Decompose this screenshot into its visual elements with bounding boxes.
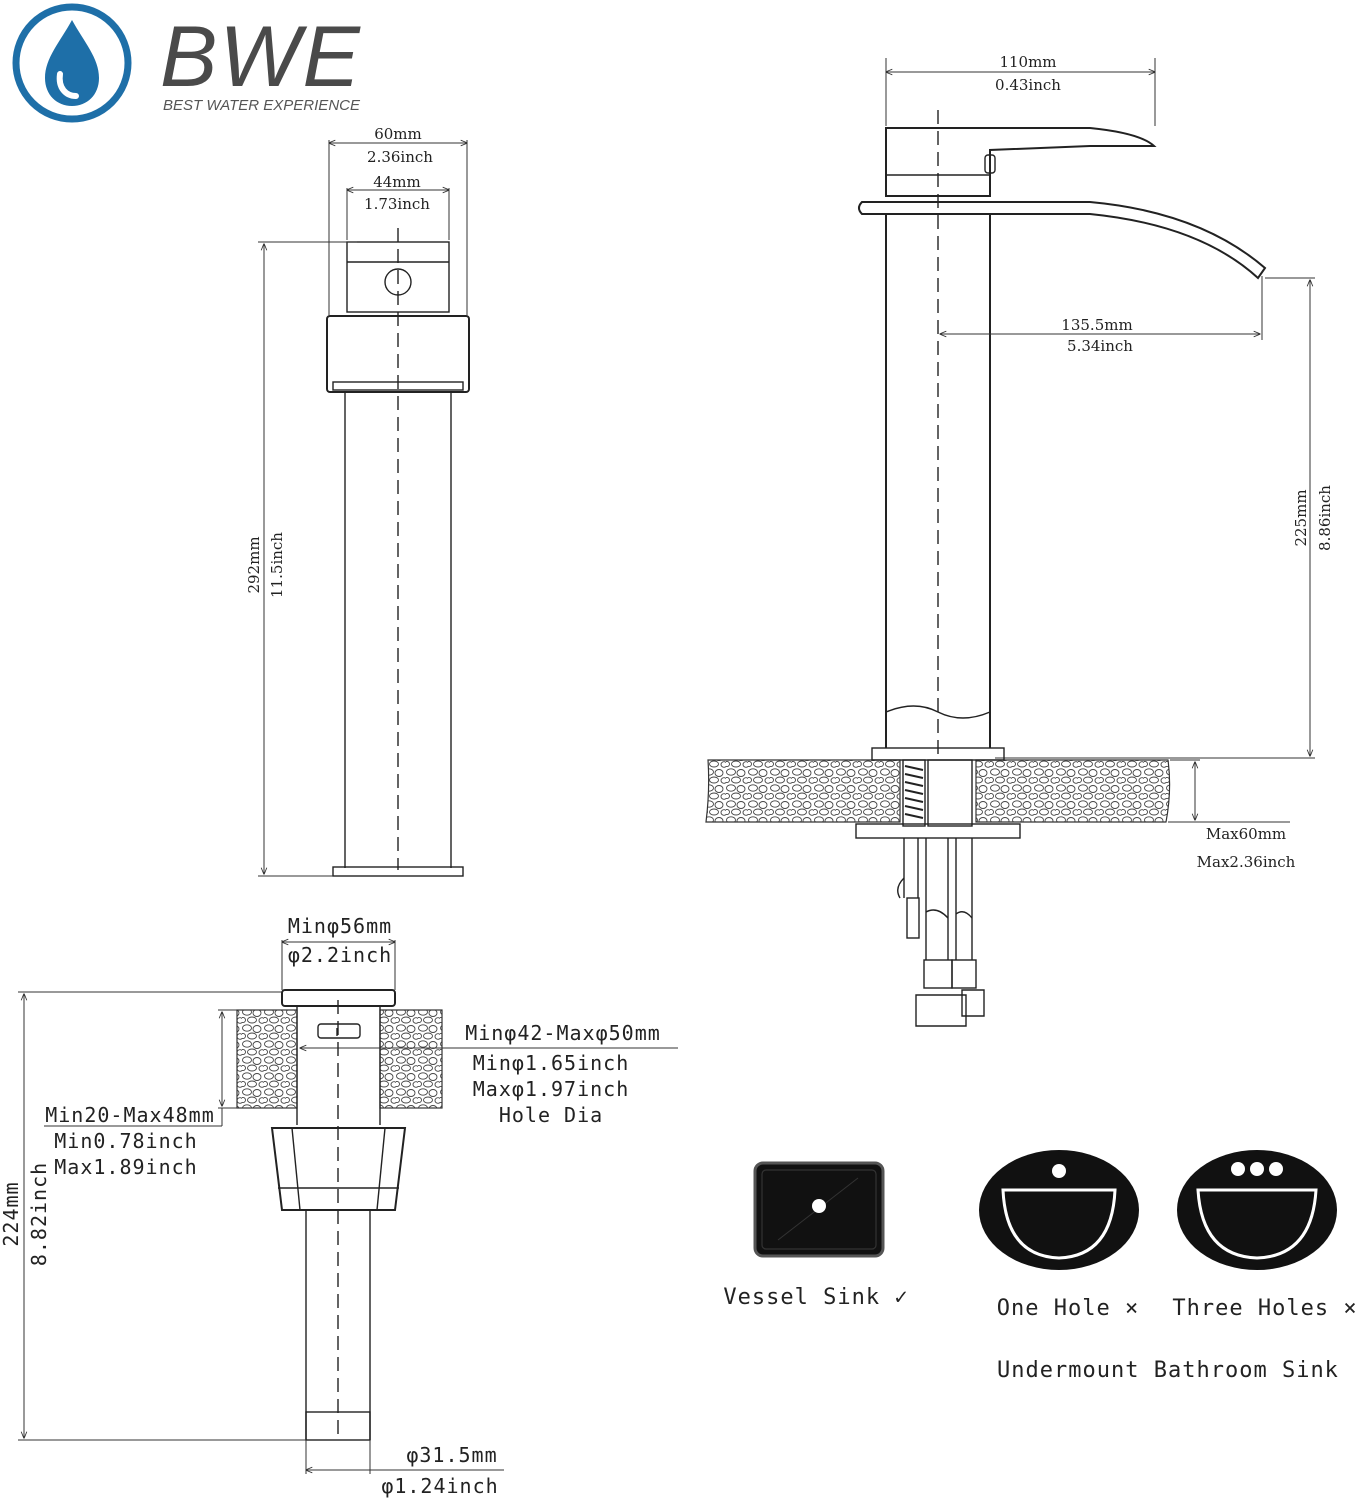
drain-height-mm: 224mm <box>0 1181 23 1246</box>
side-handle-width-in: 1.73inch <box>364 195 430 213</box>
drain-height-in: 8.82inch <box>27 1162 51 1266</box>
drain-hole-mm: Minφ42-Maxφ50mm <box>465 1021 661 1045</box>
water-drop-icon <box>12 3 132 123</box>
side-height-mm: 292mm <box>245 536 263 593</box>
drain-cap-mm: Minφ56mm <box>288 914 392 938</box>
vessel-sink-icon <box>753 1161 885 1258</box>
front-reach-mm: 135.5mm <box>1061 316 1132 334</box>
one-hole-label: One Hole × <box>997 1296 1139 1321</box>
front-deck-max-mm: Max60mm <box>1206 825 1286 843</box>
front-spout-height-mm: 225mm <box>1292 489 1310 546</box>
front-deck-max-in: Max2.36inch <box>1197 853 1296 871</box>
front-spout-width-mm: 110mm <box>999 53 1056 71</box>
drain-hole-in-min: Minφ1.65inch <box>473 1051 630 1075</box>
brand-name: BWE <box>160 9 362 105</box>
drain-thickness-mm: Min20-Max48mm <box>45 1103 215 1127</box>
drain-cap-in: φ2.2inch <box>288 943 392 967</box>
front-spout-height-in: 8.86inch <box>1316 485 1334 551</box>
drain-pipe-mm: φ31.5mm <box>406 1443 497 1467</box>
drain-pipe-in: φ1.24inch <box>381 1474 498 1498</box>
three-holes-sink-icon <box>1177 1150 1337 1270</box>
one-hole-sink-icon <box>979 1150 1139 1270</box>
brand-logo: BWE BEST WATER EXPERIENCE <box>12 3 362 123</box>
three-holes-label: Three Holes × <box>1172 1296 1357 1321</box>
side-handle-width-mm: 44mm <box>373 173 421 191</box>
front-reach-in: 5.34inch <box>1067 337 1133 355</box>
faucet-side-view: 60mm 2.36inch 44mm 1.73inch 292mm 11.5in… <box>245 125 470 877</box>
drain-thickness-in-max: Max1.89inch <box>54 1155 197 1179</box>
drain-section-view: Minφ56mm φ2.2inch Minφ42-Maxφ50mm Minφ1.… <box>0 914 678 1498</box>
faucet-front-view: 110mm 0.43inch 135.5mm 5.34inch 225mm 8.… <box>705 53 1334 1027</box>
front-spout-width-in: 0.43inch <box>995 76 1061 94</box>
drain-thickness-in-min: Min0.78inch <box>54 1129 197 1153</box>
sink-compatibility: Vessel Sink ✓ One Hole × Three Holes × U… <box>723 1150 1357 1383</box>
side-top-width-mm: 60mm <box>374 125 422 143</box>
undermount-caption: Undermount Bathroom Sink <box>997 1358 1339 1383</box>
vessel-sink-label: Vessel Sink ✓ <box>723 1285 908 1310</box>
side-height-in: 11.5inch <box>268 532 286 598</box>
side-top-width-in: 2.36inch <box>367 148 433 166</box>
drain-hole-in-max: Maxφ1.97inch <box>473 1077 630 1101</box>
brand-tagline: BEST WATER EXPERIENCE <box>163 97 361 114</box>
drain-hole-label: Hole Dia <box>499 1103 603 1127</box>
